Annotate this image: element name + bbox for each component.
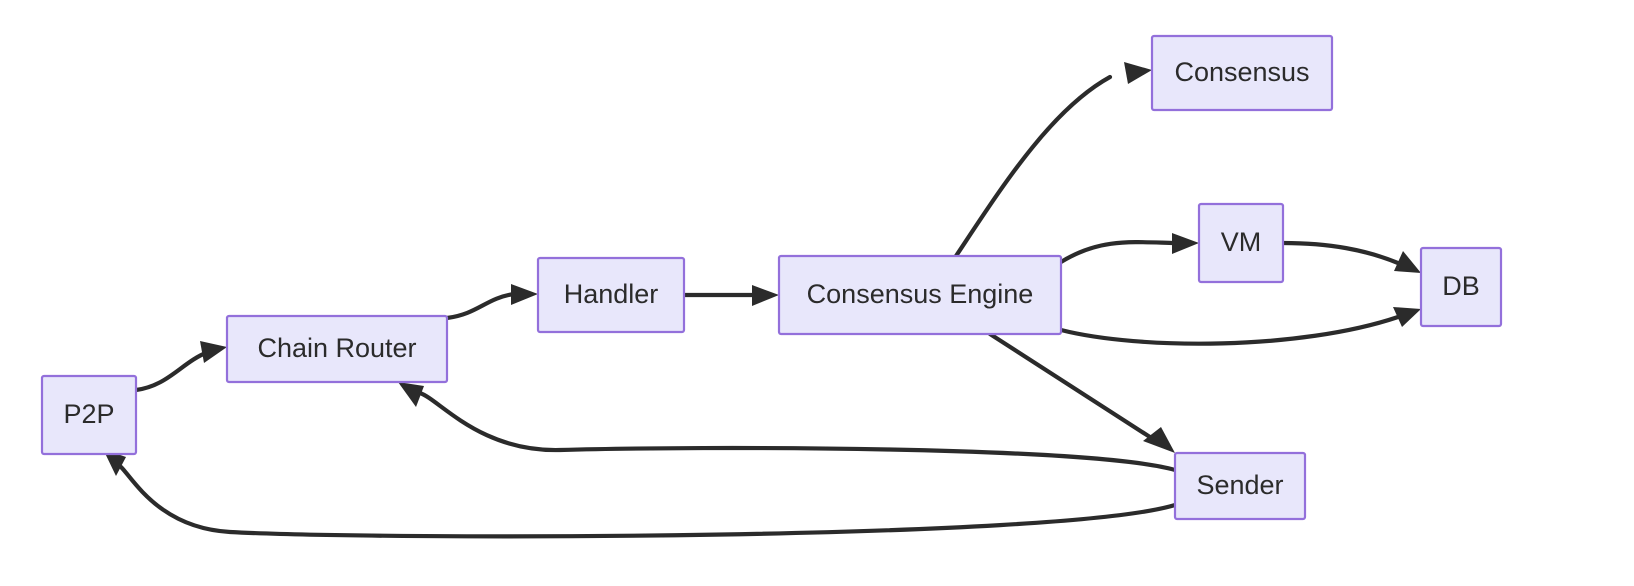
node-p2p[interactable]: P2P: [40, 374, 138, 456]
edge-chain-router-to-handler[interactable]: [444, 284, 538, 321]
arrow-head-icon: [103, 449, 126, 476]
node-p2p-box[interactable]: [40, 374, 138, 456]
arrow-head-icon: [1143, 427, 1175, 453]
arrow-head-icon: [200, 341, 227, 363]
edge-p2p-to-chain-router[interactable]: [133, 341, 227, 393]
arrow-head-icon: [1393, 307, 1421, 327]
edge-consensus-engine-to-sender[interactable]: [987, 331, 1175, 453]
edge-consensus-engine-to-vm[interactable]: [1058, 233, 1199, 265]
node-chain-router[interactable]: Chain Router: [225, 314, 449, 384]
arrow-head-icon: [398, 382, 424, 407]
node-consensus-engine-box[interactable]: [777, 254, 1063, 336]
arrow-head-icon: [752, 285, 779, 306]
node-consensus-box[interactable]: [1150, 34, 1334, 112]
edge-handler-to-consensus-engine[interactable]: [681, 285, 779, 306]
arrow-head-icon: [511, 284, 538, 305]
edges-layer: [103, 62, 1421, 539]
node-vm-box[interactable]: [1197, 202, 1285, 284]
node-consensus[interactable]: Consensus: [1150, 34, 1334, 112]
arrow-head-icon: [1124, 62, 1152, 84]
node-chain-router-box[interactable]: [225, 314, 449, 384]
node-sender-box[interactable]: [1173, 451, 1307, 521]
edge-vm-to-db[interactable]: [1280, 240, 1421, 273]
node-vm[interactable]: VM: [1197, 202, 1285, 284]
arrow-head-icon: [1172, 233, 1199, 254]
node-db-box[interactable]: [1419, 246, 1503, 328]
node-db[interactable]: DB: [1419, 246, 1503, 328]
edge-sender-to-p2p[interactable]: [103, 449, 1178, 539]
edge-consensus-engine-to-consensus[interactable]: [953, 62, 1152, 259]
node-sender[interactable]: Sender: [1173, 451, 1307, 521]
edge-sender-to-chain-router[interactable]: [398, 382, 1178, 473]
node-consensus-engine[interactable]: Consensus Engine: [777, 254, 1063, 336]
node-handler-box[interactable]: [536, 256, 686, 334]
arrow-head-icon: [1394, 251, 1421, 273]
node-handler[interactable]: Handler: [536, 256, 686, 334]
edge-consensus-engine-to-db[interactable]: [1058, 307, 1421, 346]
